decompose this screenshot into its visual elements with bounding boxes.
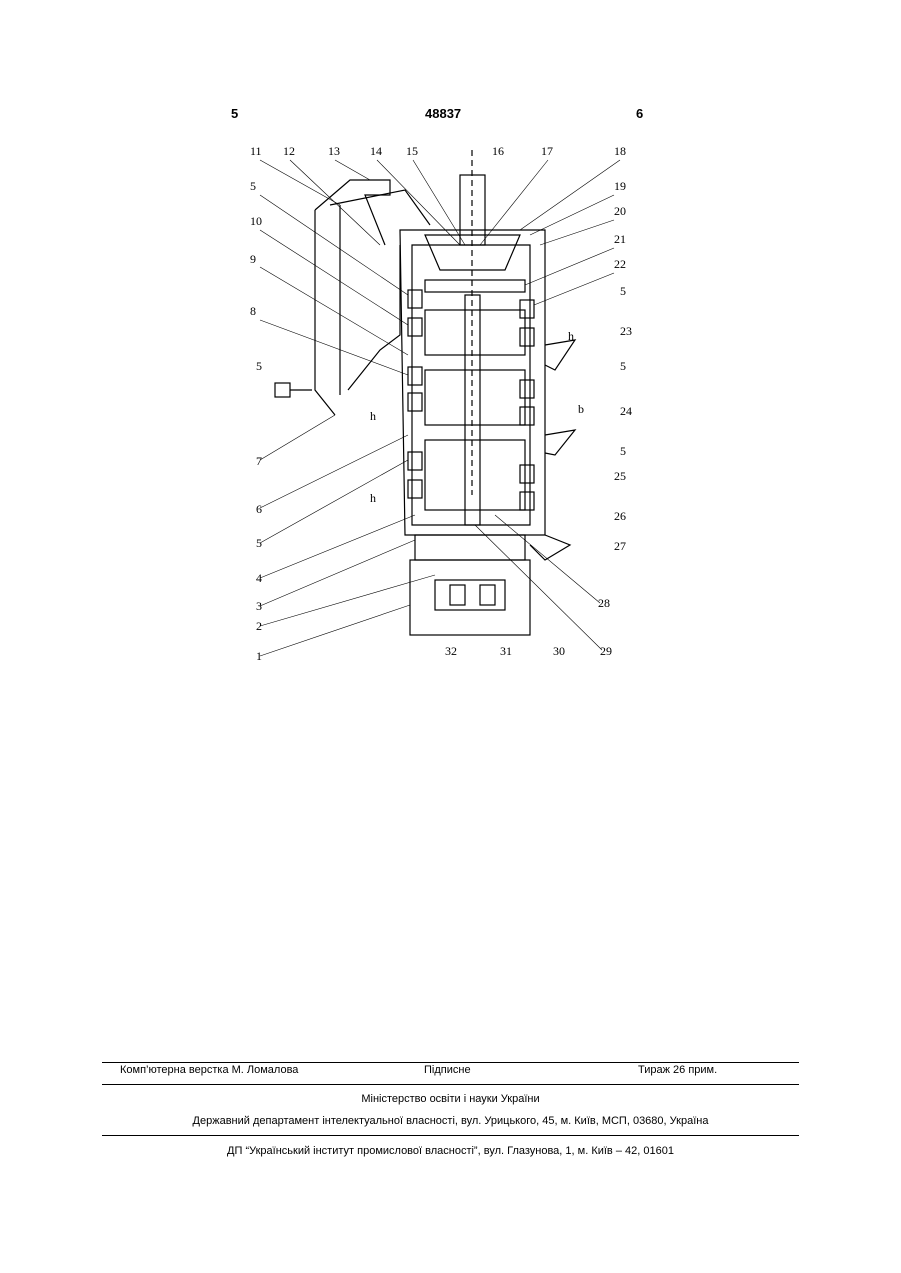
svg-text:29: 29 bbox=[600, 644, 612, 658]
svg-text:12: 12 bbox=[283, 144, 295, 158]
footer-rule-middle bbox=[102, 1084, 799, 1085]
svg-text:22: 22 bbox=[614, 257, 626, 271]
page-number-right: 6 bbox=[636, 106, 643, 121]
svg-text:19: 19 bbox=[614, 179, 626, 193]
svg-text:7: 7 bbox=[256, 454, 262, 468]
svg-text:27: 27 bbox=[614, 539, 626, 553]
svg-text:9: 9 bbox=[250, 252, 256, 266]
svg-text:h: h bbox=[568, 329, 574, 343]
svg-text:5: 5 bbox=[620, 359, 626, 373]
circulation-label: Тираж 26 прим. bbox=[638, 1064, 717, 1076]
svg-text:3: 3 bbox=[256, 599, 262, 613]
svg-text:24: 24 bbox=[620, 404, 632, 418]
svg-text:h: h bbox=[370, 491, 376, 505]
svg-text:6: 6 bbox=[256, 502, 262, 516]
leader-lines bbox=[260, 160, 620, 656]
svg-text:17: 17 bbox=[541, 144, 553, 158]
svg-text:16: 16 bbox=[492, 144, 504, 158]
svg-text:5: 5 bbox=[256, 359, 262, 373]
patent-number: 48837 bbox=[425, 106, 461, 121]
svg-text:4: 4 bbox=[256, 571, 262, 585]
svg-text:25: 25 bbox=[614, 469, 626, 483]
signed-label: Підписне bbox=[424, 1064, 471, 1076]
svg-text:32: 32 bbox=[445, 644, 457, 658]
figure-labels: 11 12 13 14 15 16 17 18 19 20 21 22 5 23… bbox=[250, 144, 632, 663]
svg-text:h: h bbox=[370, 409, 376, 423]
footer-rule-top bbox=[102, 1062, 799, 1063]
svg-text:23: 23 bbox=[620, 324, 632, 338]
svg-text:5: 5 bbox=[620, 284, 626, 298]
institute-line: ДП “Український інститут промислової вла… bbox=[0, 1145, 901, 1157]
page-number-left: 5 bbox=[231, 106, 238, 121]
footer-rule-bottom bbox=[102, 1135, 799, 1136]
svg-text:2: 2 bbox=[256, 619, 262, 633]
svg-text:15: 15 bbox=[406, 144, 418, 158]
svg-text:11: 11 bbox=[250, 144, 262, 158]
svg-text:31: 31 bbox=[500, 644, 512, 658]
svg-text:18: 18 bbox=[614, 144, 626, 158]
svg-text:21: 21 bbox=[614, 232, 626, 246]
svg-text:14: 14 bbox=[370, 144, 382, 158]
svg-text:26: 26 bbox=[614, 509, 626, 523]
patent-drawing: 11 12 13 14 15 16 17 18 19 20 21 22 5 23… bbox=[230, 135, 660, 665]
svg-text:20: 20 bbox=[614, 204, 626, 218]
svg-text:5: 5 bbox=[256, 536, 262, 550]
typesetting-credit: Комп’ютерна верстка М. Ломалова bbox=[120, 1064, 298, 1076]
svg-text:5: 5 bbox=[620, 444, 626, 458]
svg-text:13: 13 bbox=[328, 144, 340, 158]
svg-text:30: 30 bbox=[553, 644, 565, 658]
svg-text:8: 8 bbox=[250, 304, 256, 318]
svg-text:b: b bbox=[578, 402, 584, 416]
svg-text:10: 10 bbox=[250, 214, 262, 228]
svg-text:1: 1 bbox=[256, 649, 262, 663]
svg-text:5: 5 bbox=[250, 179, 256, 193]
ministry-line: Міністерство освіти і науки України bbox=[0, 1093, 901, 1105]
department-line: Державний департамент інтелектуальної вл… bbox=[0, 1115, 901, 1127]
